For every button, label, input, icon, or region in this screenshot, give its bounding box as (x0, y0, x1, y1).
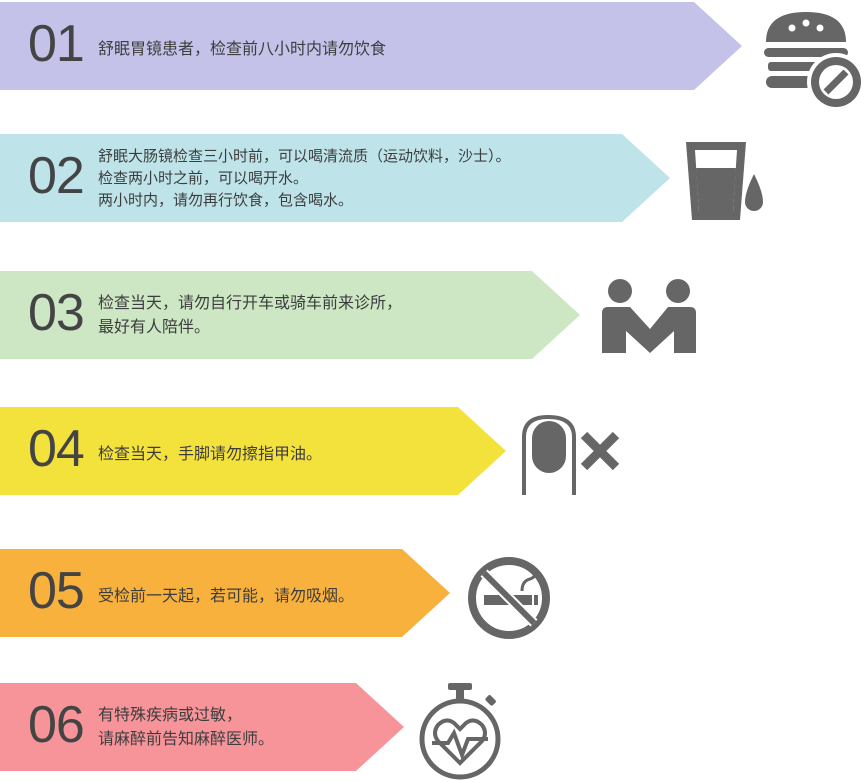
step-text: 有特殊疾病或过敏， 请麻醉前告知麻醉医师。 (98, 703, 274, 751)
step-number: 05 (28, 562, 85, 620)
food-prohibited-icon (764, 12, 865, 110)
no-smoking-icon (468, 557, 550, 639)
step-text-line: 受检前一天起，若可能，请勿吸烟。 (98, 586, 355, 605)
step-number: 03 (28, 284, 85, 342)
step-01-arrow (0, 2, 742, 90)
step-text-line: 有特殊疾病或过敏， (98, 705, 243, 724)
step-text-line: 两小时内，请勿再行饮食，包含喝水。 (98, 191, 354, 209)
step-text-line: 请麻醉前告知麻醉医师。 (98, 729, 275, 748)
heart-stopwatch-icon (419, 683, 501, 780)
step-text-line: 检查当天，请勿自行开车或骑车前来诊所， (98, 293, 403, 312)
step-text: 舒眠大肠镜检查三小时前，可以喝清流质（运动饮料，沙士）。 检查两小时之前，可以喝… (98, 145, 511, 211)
step-text: 检查当天，手脚请勿擦指甲油。 (98, 440, 322, 464)
step-text-line: 舒眠大肠镜检查三小时前，可以喝清流质（运动饮料，沙士）。 (98, 147, 511, 165)
water-drop-icon (686, 142, 766, 220)
step-03-arrow (0, 271, 580, 359)
step-number: 06 (28, 696, 85, 754)
step-number: 04 (28, 420, 85, 478)
step-text: 舒眠胃镜患者，检查前八小时内请勿饮食 (98, 35, 386, 59)
step-02-arrow (0, 134, 670, 222)
step-05-arrow (0, 549, 450, 637)
step-text-line: 舒眠胃镜患者，检查前八小时内请勿饮食 (98, 39, 387, 58)
step-text: 受检前一天起，若可能，请勿吸烟。 (98, 582, 354, 606)
step-text-line: 检查当天，手脚请勿擦指甲油。 (98, 444, 323, 463)
step-text-line: 检查两小时之前，可以喝开水。 (98, 169, 309, 187)
companion-icon (602, 279, 696, 353)
no-nail-polish-icon (522, 414, 620, 495)
step-04-arrow (0, 407, 506, 495)
step-06-arrow (0, 683, 404, 771)
step-text-line: 最好有人陪伴。 (98, 317, 211, 336)
step-number: 02 (28, 147, 85, 205)
step-number: 01 (28, 15, 85, 73)
step-text: 检查当天，请勿自行开车或骑车前来诊所， 最好有人陪伴。 (98, 291, 402, 339)
